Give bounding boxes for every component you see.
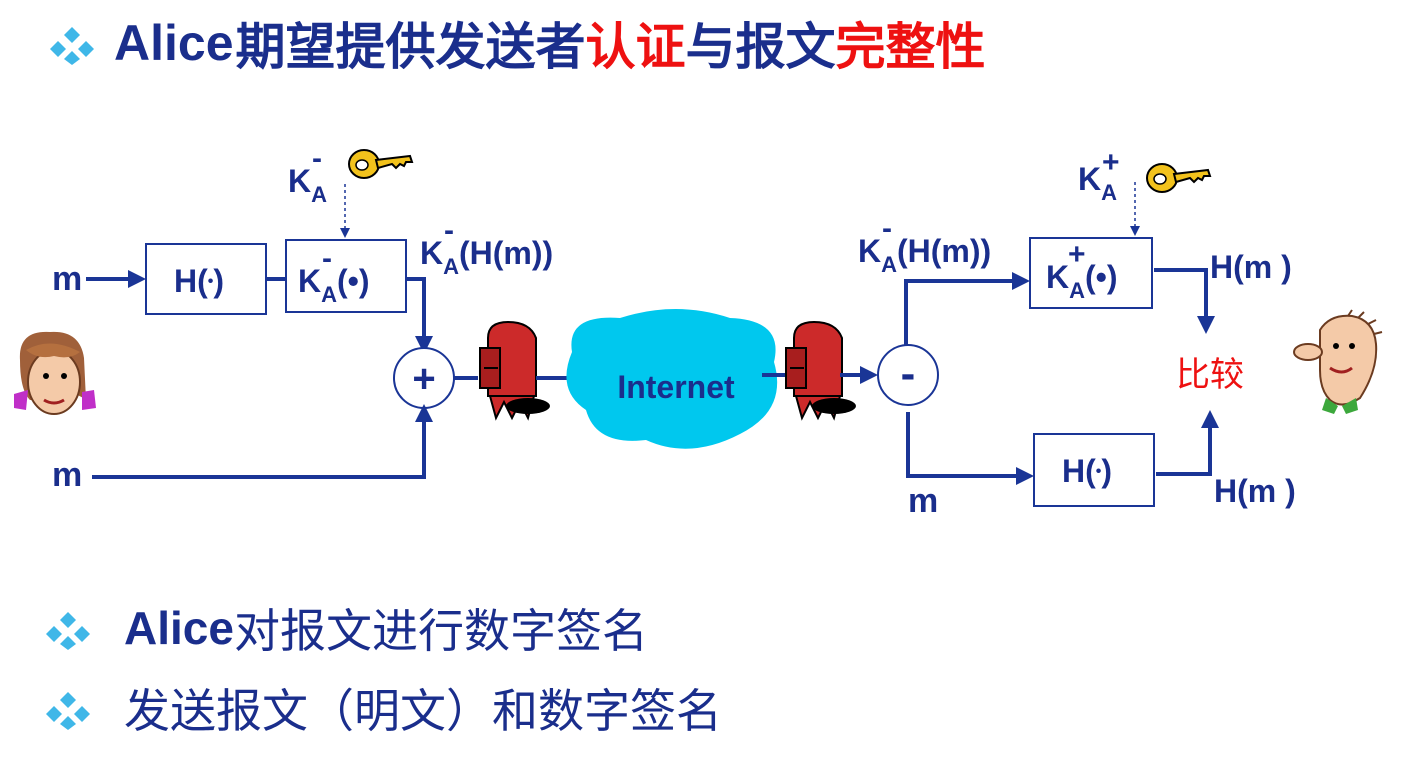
priv-key-sup: - xyxy=(312,142,322,175)
alice-face-icon xyxy=(14,331,96,415)
key-icon xyxy=(348,149,414,179)
receiver-m-label: m xyxy=(908,482,938,520)
cloud-icon xyxy=(566,309,778,449)
arrow-hash-to-compare xyxy=(1156,410,1219,476)
diamond-bullet-icon xyxy=(46,692,90,730)
mailbox-icon xyxy=(479,320,550,421)
list-item: 发送报文（明文）和数字签名 xyxy=(46,672,722,744)
pub-key-sup: + xyxy=(1102,146,1120,179)
key-icon xyxy=(1146,163,1212,193)
bob-face-icon xyxy=(1293,309,1383,414)
receiver-pub-box xyxy=(1029,237,1153,309)
arrow-priv-to-plus xyxy=(406,277,433,354)
title-alice: Alice xyxy=(114,15,234,71)
diamond-bullet-icon xyxy=(50,27,94,65)
bullet-text: 发送报文（明文）和数字签名 xyxy=(124,684,722,738)
receiver-pub-text: KA(•) xyxy=(1046,259,1118,303)
slide-title: Alice 期望提供发送者 认证 与报文 完整性 xyxy=(50,8,986,78)
split-symbol: - xyxy=(901,349,916,398)
receiver-signed-sup: - xyxy=(882,212,892,245)
compare-label: 比较 xyxy=(1176,355,1244,395)
sender-m-top: m xyxy=(52,260,82,298)
sender-priv-text: KA(•) xyxy=(298,263,370,307)
bullet-text: 对报文进行数字签名 xyxy=(233,604,648,658)
receiver-signed-label: KA(H(m)) xyxy=(858,233,991,277)
title-part1: 期望提供发送者 xyxy=(235,18,586,76)
sender-signed-sup: - xyxy=(444,214,454,247)
title-part2: 与报文 xyxy=(685,18,836,76)
sender-priv-sup: - xyxy=(322,242,332,275)
sender-m-bottom: m xyxy=(52,456,82,494)
arrow-pub-to-compare xyxy=(1154,268,1215,334)
sender-signed-label: KA(H(m)) xyxy=(420,235,553,279)
mailbox-icon xyxy=(785,320,856,421)
combine-symbol: + xyxy=(412,357,435,401)
receiver-hash-text: H(•) xyxy=(1062,453,1112,489)
sender-hash-text: H(•) xyxy=(174,263,224,299)
pub-key-label: KA xyxy=(1078,161,1117,205)
bullet-list: Alice 对报文进行数字签名 发送报文（明文）和数字签名 xyxy=(46,592,722,752)
receiver-hm-bottom: H(m ) xyxy=(1214,473,1296,509)
priv-key-label: KA xyxy=(288,163,327,207)
arrow-split-to-pub xyxy=(904,272,1030,345)
sender-hash-box xyxy=(145,243,267,315)
receiver-hash-box xyxy=(1033,433,1155,507)
diamond-bullet-icon xyxy=(46,612,90,650)
title-red-integrity: 完整性 xyxy=(835,18,986,76)
arrow-split-to-hash xyxy=(906,412,1034,485)
sender-priv-box xyxy=(285,239,407,313)
receiver-pub-sup: + xyxy=(1068,238,1086,271)
internet-label: Internet xyxy=(617,369,735,405)
bullet-bold: Alice xyxy=(124,602,234,654)
list-item: Alice 对报文进行数字签名 xyxy=(46,592,722,664)
receiver-hm-top: H(m ) xyxy=(1210,249,1292,285)
title-red-auth: 认证 xyxy=(585,18,686,76)
arrow-m-to-plus xyxy=(92,404,433,479)
